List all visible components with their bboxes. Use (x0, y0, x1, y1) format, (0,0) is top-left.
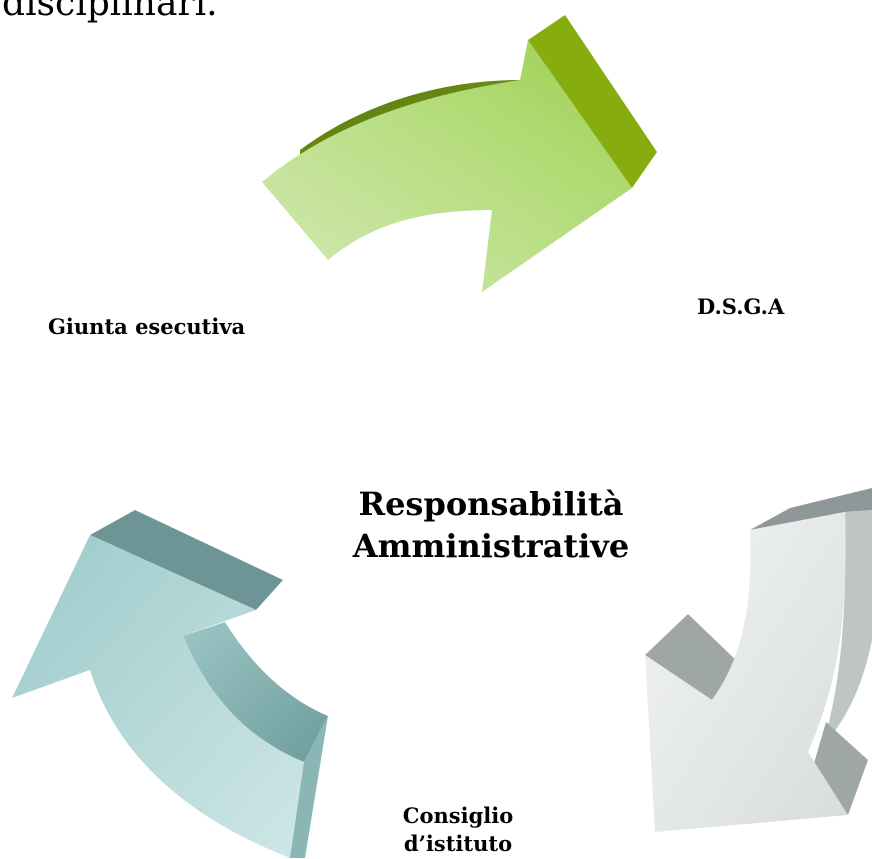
gray-arrow-face (645, 512, 848, 832)
teal-arrow-inner (183, 622, 328, 762)
teal-arrow-end-side (290, 716, 328, 858)
node-label-giunta-esecutiva: Giunta esecutiva (48, 314, 246, 339)
teal-arrow-tip-top (90, 510, 283, 610)
green-arrow-tip-side (528, 15, 657, 188)
diagram-title: Responsabilità Amministrative (316, 484, 666, 567)
node-label-consiglio-istituto: Consiglio d’istituto (358, 802, 558, 859)
top-text: disciplinari. (2, 0, 218, 24)
gray-arrow-head-left (645, 614, 740, 700)
node-label-consiglio-text: Consiglio d’istituto (402, 803, 514, 857)
gray-arrow-top (750, 488, 872, 530)
node-label-dsga: D.S.G.A (697, 294, 785, 319)
gray-arrow-side (822, 510, 872, 748)
teal-arrow-face (12, 535, 304, 858)
green-arrow-face (262, 40, 632, 292)
gray-arrow-head-right (812, 722, 868, 815)
diagram-title-line1: Responsabilità (358, 485, 624, 523)
diagram-title-line2: Amministrative (352, 526, 630, 565)
